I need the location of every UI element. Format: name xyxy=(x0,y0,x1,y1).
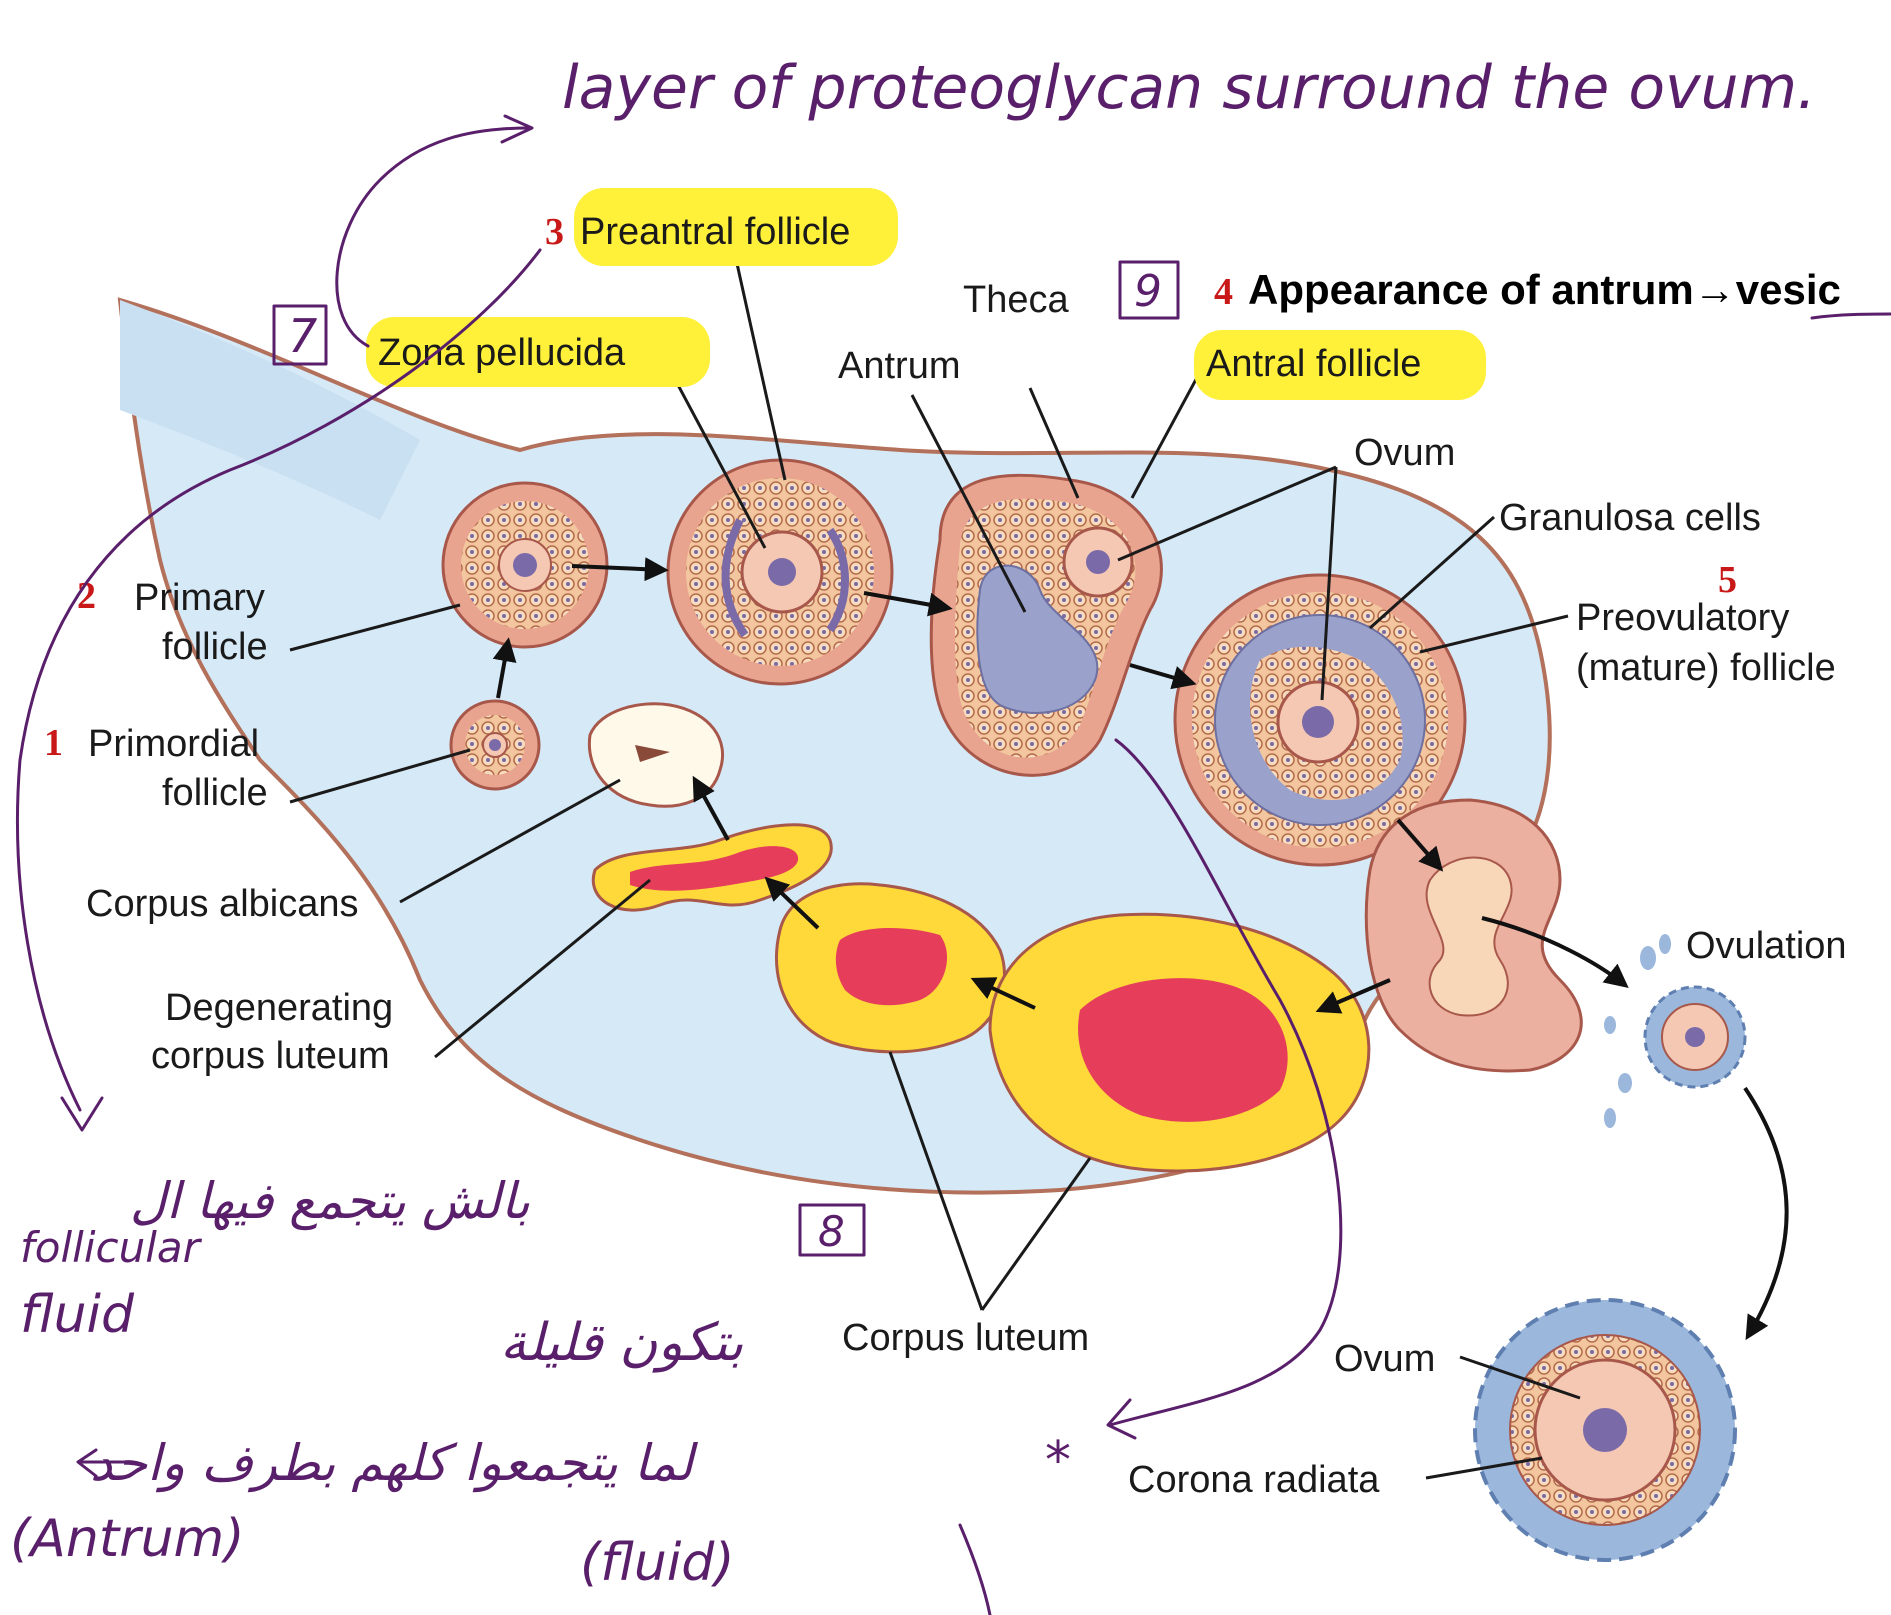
handwritten-top-note: layer of proteoglycan surround the ovum. xyxy=(562,53,1816,123)
svg-text:9: 9 xyxy=(1134,266,1162,317)
label-preantral-follicle: Preantral follicle xyxy=(580,211,850,253)
ruptured-follicle xyxy=(1366,800,1581,1071)
label-primary-line1: Primary xyxy=(134,577,265,619)
label-antral-follicle: Antral follicle xyxy=(1206,343,1421,385)
stage-number-1: 1 xyxy=(44,722,63,764)
handwritten-stroke-bottom xyxy=(960,1525,990,1615)
handwritten-fluid-note: (fluid) xyxy=(580,1533,735,1593)
svg-text:7: 7 xyxy=(288,309,317,363)
handwritten-box-9: 9 xyxy=(1120,262,1178,318)
label-corona-radiata: Corona radiata xyxy=(1128,1459,1380,1501)
label-preovulatory-line1: Preovulatory xyxy=(1576,597,1789,639)
label-theca: Theca xyxy=(963,279,1069,321)
handwritten-fluid: fluid xyxy=(20,1285,135,1345)
stage-number-3: 3 xyxy=(545,211,564,253)
primordial-follicle xyxy=(451,701,539,789)
released-ovum-small xyxy=(1645,987,1745,1087)
label-corpus-luteum: Corpus luteum xyxy=(842,1317,1089,1359)
label-primordial-line1: Primordial xyxy=(88,723,259,765)
label-ovum-top: Ovum xyxy=(1354,432,1455,474)
label-degenerating-line2: corpus luteum xyxy=(151,1035,390,1077)
label-primordial-line2: follicle xyxy=(162,772,268,814)
label-antrum: Antrum xyxy=(838,345,960,387)
preantral-follicle xyxy=(668,460,892,684)
handwritten-follicular: follicular xyxy=(20,1223,203,1272)
handwritten-arrowhead-left xyxy=(62,1098,102,1130)
label-preovulatory-line2: (mature) follicle xyxy=(1576,647,1836,689)
svg-text:8: 8 xyxy=(818,1207,845,1256)
label-primary-line2: follicle xyxy=(162,626,268,668)
label-ovum-bottom: Ovum xyxy=(1334,1338,1435,1380)
handwritten-box-8: 8 xyxy=(800,1205,864,1256)
heading-underline xyxy=(1812,314,1891,318)
label-granulosa-cells: Granulosa cells xyxy=(1499,497,1761,539)
stage-number-4: 4 xyxy=(1214,271,1233,313)
stage-number-5: 5 xyxy=(1718,559,1737,601)
handwritten-arrow-to-zona xyxy=(337,128,530,346)
heading-antrum-appearance: Appearance of antrum→vesic xyxy=(1248,266,1841,313)
label-ovulation: Ovulation xyxy=(1686,925,1847,967)
label-degenerating-line1: Degenerating xyxy=(165,987,393,1029)
handwritten-arabic-line2: بتكون قليلة xyxy=(500,1313,743,1373)
label-corpus-albicans: Corpus albicans xyxy=(86,883,358,925)
handwritten-antrum-note: (Antrum) xyxy=(10,1509,244,1569)
handwritten-box-7: 7 xyxy=(274,306,326,364)
released-ovum-large xyxy=(1475,1300,1735,1560)
handwritten-arabic-line3: لما يتجمعوا كلهم بطرف واحد xyxy=(90,1434,699,1493)
handwritten-star: * xyxy=(1045,1431,1071,1491)
